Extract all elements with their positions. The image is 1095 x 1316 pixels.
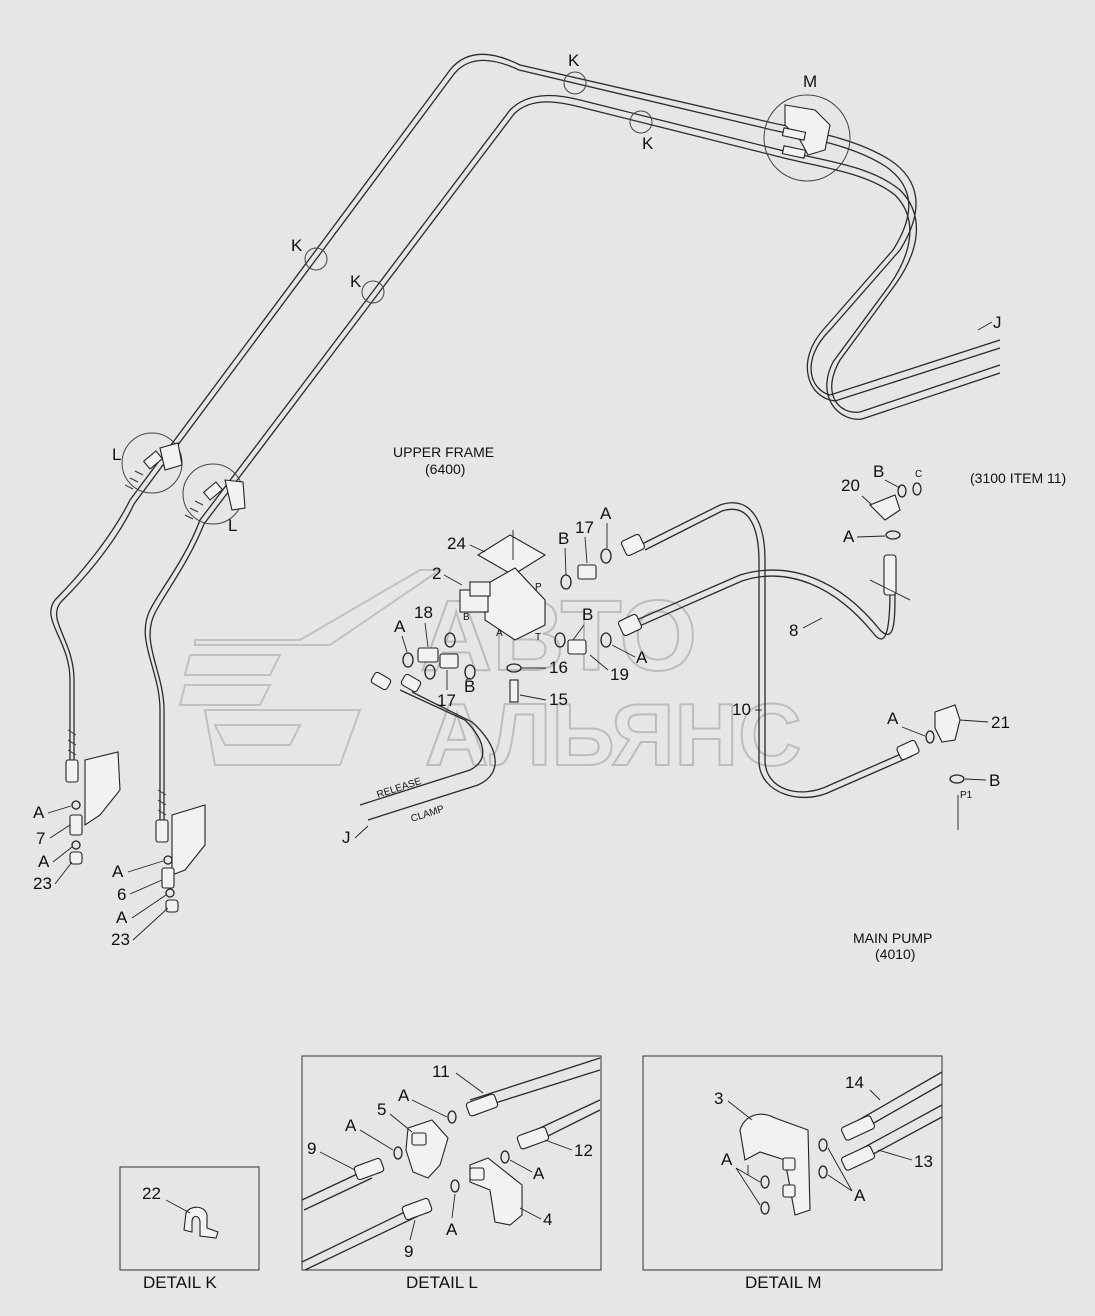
- detail-m: 3 14 13 A A DETAIL M: [642, 1055, 943, 1292]
- valve-port-p: P: [535, 582, 542, 593]
- main-pump-code: (4010): [875, 946, 915, 962]
- l-callout-5: 5: [377, 1100, 386, 1119]
- callout-a-5: A: [887, 709, 899, 728]
- l-brackets: [142, 442, 246, 511]
- callout-23-1: 23: [33, 874, 52, 893]
- l-callout-a-3: A: [533, 1164, 545, 1183]
- callout-8: 8: [789, 621, 798, 640]
- clamp-label: CLAMP: [410, 804, 446, 825]
- l-callout-12: 12: [574, 1141, 593, 1160]
- detail-l: 11 A 5 A 9 12 A 4 A 9 DETAIL L: [301, 1055, 602, 1292]
- label-j-1: J: [993, 313, 1002, 332]
- callout-a-6: A: [33, 803, 45, 822]
- valve-port-a: A: [496, 628, 503, 639]
- k-circle-4: [361, 280, 385, 304]
- l-callout-9-2: 9: [404, 1242, 413, 1261]
- label-m: M: [803, 72, 817, 91]
- callouts: 24 2 B 17 A B A 19 18 A B 17 16 15 8 10 …: [33, 462, 1010, 949]
- k-circle-2: [629, 110, 653, 134]
- l-callout-4: 4: [543, 1210, 552, 1229]
- l-callout-a-1: A: [398, 1086, 410, 1105]
- callout-b-1: B: [558, 529, 569, 548]
- upper-frame-label: UPPER FRAME: [393, 444, 494, 460]
- callout-a-7: A: [38, 852, 50, 871]
- callout-a-4: A: [843, 527, 855, 546]
- m-callout-14: 14: [845, 1073, 864, 1092]
- detail-m-title: DETAIL M: [745, 1273, 822, 1292]
- callout-23-2: 23: [111, 930, 130, 949]
- callout-a-1: A: [600, 504, 612, 523]
- callout-21: 21: [991, 713, 1010, 732]
- callout-a-8: A: [112, 862, 124, 881]
- callout-18: 18: [414, 603, 433, 622]
- detail-k: 22 DETAIL K: [119, 1166, 260, 1292]
- m-bracket: [781, 104, 831, 159]
- callout-a-9: A: [116, 908, 128, 927]
- solenoid-valve: B A P T: [402, 530, 612, 703]
- callout-b-2: B: [582, 605, 593, 624]
- label-j-2: J: [342, 828, 351, 847]
- callout-6: 6: [117, 885, 126, 904]
- left-fittings: [65, 751, 206, 913]
- pump-fittings: P1 C (3100 ITEM 11): [869, 469, 1066, 830]
- callout-b-3: B: [464, 677, 475, 696]
- valve-port-t: T: [535, 632, 541, 643]
- detail-k-title: DETAIL K: [143, 1273, 217, 1292]
- l-callout-11: 11: [432, 1062, 450, 1081]
- callout-b-4: B: [873, 462, 884, 481]
- port-p1: P1: [960, 790, 973, 801]
- k-circle-3: [304, 247, 328, 271]
- callout-15: 15: [549, 690, 568, 709]
- release-label: RELEASE: [376, 776, 424, 801]
- callout-24: 24: [447, 534, 466, 553]
- main-pump-label: MAIN PUMP: [853, 930, 932, 946]
- callout-7: 7: [36, 829, 45, 848]
- label-k-4: K: [350, 272, 362, 291]
- callout-a-3: A: [394, 617, 406, 636]
- pump-hoses: [617, 502, 920, 799]
- l-callout-a-2: A: [345, 1116, 357, 1135]
- m-callout-a-1: A: [721, 1150, 733, 1169]
- boom-hoses: [50, 53, 1001, 820]
- m-callout-a-2: A: [854, 1186, 866, 1205]
- callout-16: 16: [549, 658, 568, 677]
- l-callout-a-4: A: [446, 1220, 458, 1239]
- watermark-line2: АЛЬЯНС: [425, 685, 802, 784]
- callout-17-1: 17: [575, 518, 594, 537]
- label-k-2: K: [642, 134, 654, 153]
- callout-19: 19: [610, 665, 629, 684]
- callout-10: 10: [732, 700, 751, 719]
- ref-3100: (3100 ITEM 11): [970, 470, 1066, 486]
- callout-2: 2: [432, 564, 441, 583]
- callout-17-2: 17: [437, 691, 456, 710]
- label-k-1: K: [568, 51, 580, 70]
- m-callout-13: 13: [914, 1152, 933, 1171]
- detail-markers: K K K K L L M J: [112, 51, 1002, 535]
- label-l-2: L: [228, 516, 237, 535]
- k-circle-1: [563, 71, 587, 95]
- m-circle: [763, 94, 851, 182]
- upper-frame-code: (6400): [425, 461, 465, 477]
- port-c: C: [915, 469, 922, 480]
- label-l-1: L: [112, 445, 121, 464]
- detail-l-title: DETAIL L: [406, 1273, 478, 1292]
- callout-b-5: B: [989, 771, 1000, 790]
- callout-22: 22: [142, 1184, 161, 1203]
- m-callout-3: 3: [714, 1089, 723, 1108]
- callout-a-2: A: [636, 648, 648, 667]
- label-k-3: K: [291, 236, 303, 255]
- valve-port-b: B: [463, 612, 470, 623]
- l-callout-9-1: 9: [307, 1139, 316, 1158]
- callout-20: 20: [841, 476, 860, 495]
